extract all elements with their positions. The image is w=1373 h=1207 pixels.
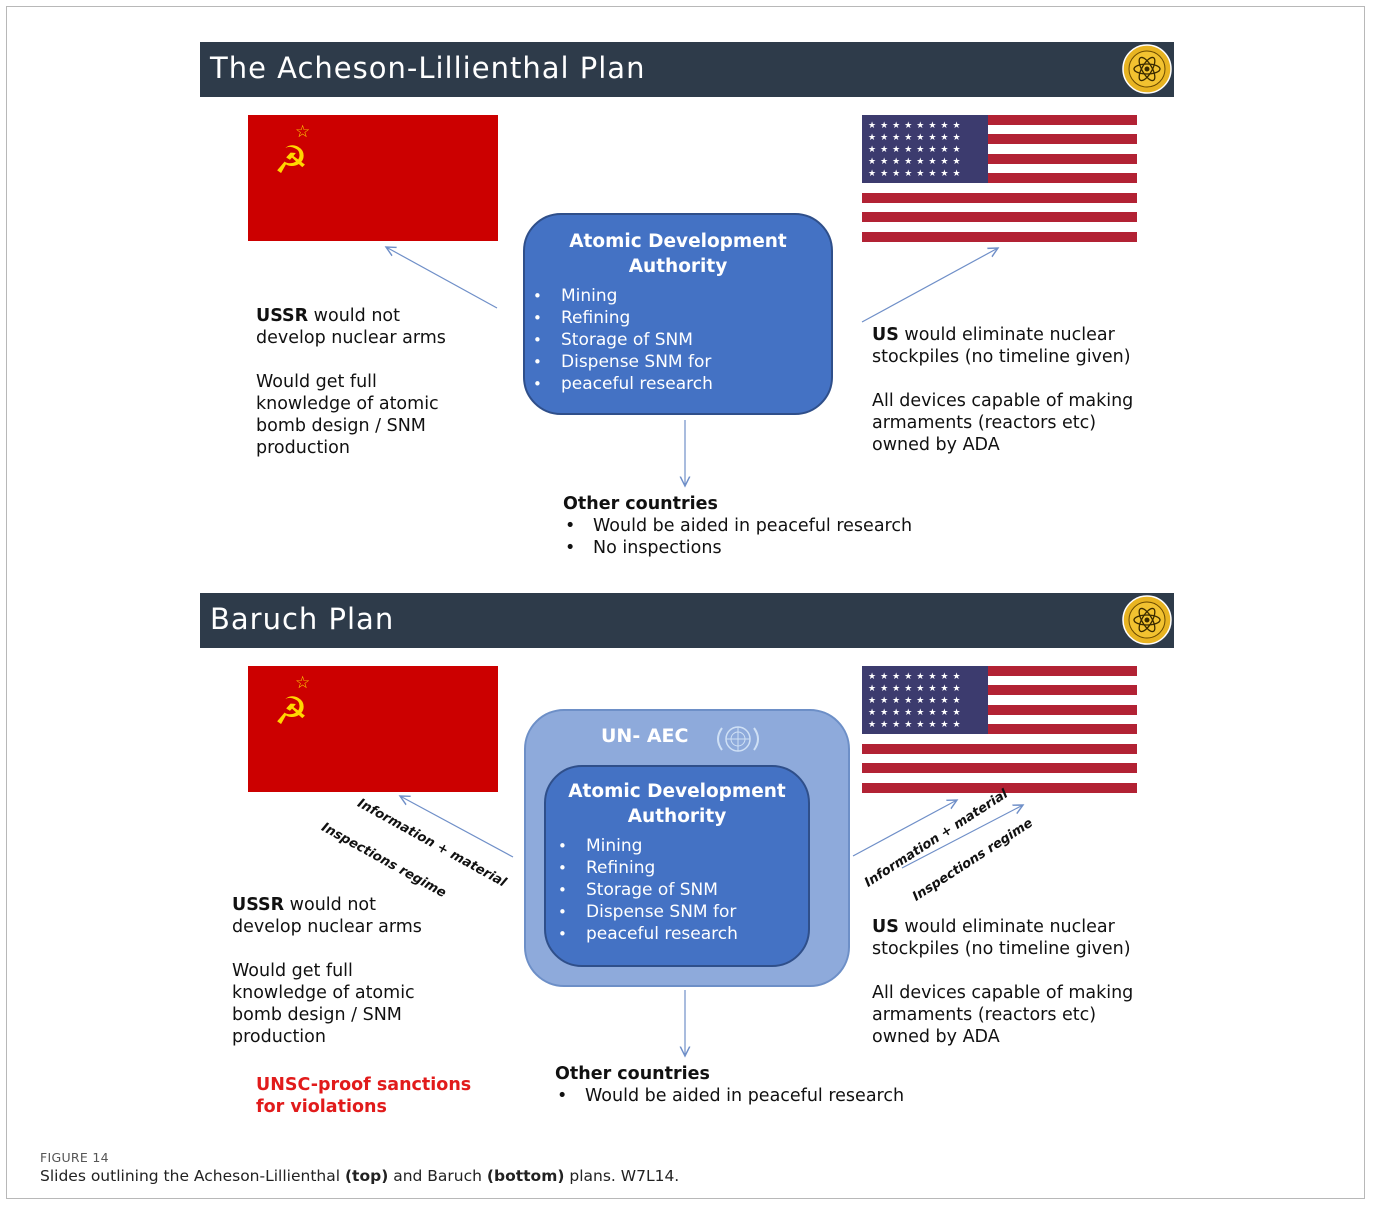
ada-list-bottom: Mining Refining Storage of SNM Dispense …: [546, 835, 808, 945]
ada-item-continued: peaceful research: [533, 373, 831, 395]
arrow-top-right: [861, 248, 998, 323]
ada-heading-line2: Authority: [627, 806, 727, 827]
us-text-bottom: US would eliminate nuclear stockpiles (n…: [872, 917, 1134, 1047]
svg-text:★★★★★★★★: ★★★★★★★★: [868, 133, 965, 143]
ada-item: Mining: [558, 835, 808, 857]
un-emblem-icon: [717, 726, 759, 752]
us-label: US: [872, 325, 899, 345]
us-flag-bottom: ★★★★★★★★ ★★★★★★★★ ★★★★★★★★ ★★★★★★★★ ★★★★…: [862, 666, 1137, 794]
ada-item: Refining: [533, 307, 831, 329]
figure-label: FIGURE 14: [40, 1150, 109, 1165]
svg-text:★★★★★★★★: ★★★★★★★★: [868, 720, 965, 730]
ada-item: Refining: [558, 857, 808, 879]
soviet-flag-top: ☆ ☭: [248, 115, 498, 241]
svg-text:★★★★★★★★: ★★★★★★★★: [868, 672, 965, 682]
other-countries-heading: Other countries: [563, 494, 718, 514]
ussr-text-top: USSR would not develop nuclear arms Woul…: [256, 306, 446, 458]
svg-text:★★★★★★★★: ★★★★★★★★: [868, 169, 965, 179]
svg-text:☭: ☭: [274, 689, 308, 733]
figure-frame: [6, 6, 1365, 1199]
svg-text:★★★★★★★★: ★★★★★★★★: [868, 696, 965, 706]
slide-title-bar-top: The Acheson-Lillienthal Plan: [200, 42, 1174, 97]
ada-list-top: Mining Refining Storage of SNM Dispense …: [525, 285, 831, 395]
other-countries-top: Other countries Would be aided in peacef…: [563, 493, 912, 559]
arrow-top-left: [386, 247, 498, 309]
ada-heading-line1: Atomic Development: [569, 231, 787, 252]
ussr-label: USSR: [232, 895, 285, 915]
us-label: US: [872, 917, 899, 937]
other-countries-item: Would be aided in peaceful research: [563, 515, 912, 537]
svg-text:☆: ☆: [295, 673, 310, 693]
svg-text:☭: ☭: [274, 138, 308, 182]
ada-heading-line2: Authority: [628, 256, 728, 277]
soviet-flag-bottom: ☆ ☭: [248, 666, 498, 792]
slide-title-top: The Acheson-Lillienthal Plan: [210, 51, 646, 85]
ada-box-bottom: Atomic Development Authority Mining Refi…: [544, 765, 810, 967]
ada-item-continued: peaceful research: [558, 923, 808, 945]
svg-text:★★★★★★★★: ★★★★★★★★: [868, 708, 965, 718]
slide-title-bottom: Baruch Plan: [210, 602, 395, 636]
ada-item: Storage of SNM: [533, 329, 831, 351]
other-countries-bottom: Other countries Would be aided in peacef…: [555, 1063, 904, 1107]
arrow-bottom-right-2: [901, 805, 1023, 869]
other-countries-item: No inspections: [563, 537, 912, 559]
ada-item: Mining: [533, 285, 831, 307]
slide-title-bar-bottom: Baruch Plan: [200, 593, 1174, 648]
svg-text:★★★★★★★★: ★★★★★★★★: [868, 145, 965, 155]
other-countries-item: Would be aided in peaceful research: [555, 1085, 904, 1107]
ussr-text-bottom: USSR would not develop nuclear arms Woul…: [232, 895, 422, 1047]
atomic-seal-icon: [1122, 44, 1172, 94]
ada-box-top: Atomic Development Authority Mining Refi…: [523, 213, 833, 415]
ada-heading-line1: Atomic Development: [568, 781, 786, 802]
ada-item: Dispense SNM for: [533, 351, 831, 373]
sanctions-text: UNSC-proof sanctions for violations: [256, 1075, 472, 1117]
arrow-bottom-right: [852, 800, 957, 857]
svg-text:☆: ☆: [295, 122, 310, 142]
figure-caption: Slides outlining the Acheson-Lillienthal…: [40, 1167, 680, 1185]
ussr-label: USSR: [256, 306, 309, 326]
other-countries-heading: Other countries: [555, 1064, 710, 1084]
atomic-seal-icon: [1122, 595, 1172, 645]
us-text-top: US would eliminate nuclear stockpiles (n…: [872, 325, 1134, 455]
svg-text:★★★★★★★★: ★★★★★★★★: [868, 684, 965, 694]
us-flag-top: ★★★★★★★★ ★★★★★★★★ ★★★★★★★★ ★★★★★★★★ ★★★★…: [862, 115, 1137, 243]
svg-text:★★★★★★★★: ★★★★★★★★: [868, 157, 965, 167]
un-aec-label: UN- AEC: [601, 725, 689, 747]
ada-item: Storage of SNM: [558, 879, 808, 901]
arrow-bottom-left: [400, 796, 514, 858]
svg-text:★★★★★★★★: ★★★★★★★★: [868, 121, 965, 131]
ada-item: Dispense SNM for: [558, 901, 808, 923]
